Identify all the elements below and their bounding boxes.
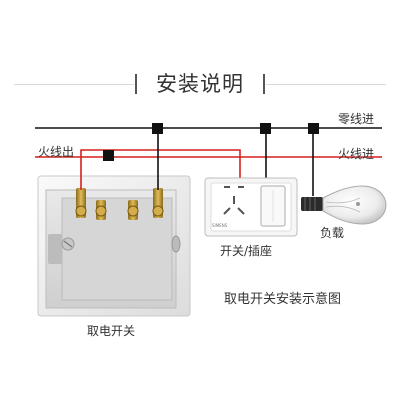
terminal-4-icon bbox=[152, 188, 164, 218]
title-left-rule bbox=[14, 84, 134, 85]
live-in-label: 火线进 bbox=[338, 147, 375, 161]
title-right-bar bbox=[263, 74, 265, 94]
junction-marker bbox=[308, 123, 319, 134]
title-right-rule bbox=[266, 84, 386, 85]
live-out-label: 火线出 bbox=[38, 145, 75, 159]
brand-mark: SIMENS bbox=[212, 223, 228, 228]
card-switch-label: 取电开关 bbox=[87, 324, 136, 338]
junction-marker bbox=[152, 123, 163, 134]
junction-marker bbox=[260, 123, 271, 134]
card-switch-panel bbox=[37, 175, 191, 317]
terminal-2-icon bbox=[95, 200, 107, 220]
terminal-1-icon bbox=[75, 188, 87, 218]
right-mount-slot bbox=[171, 235, 181, 253]
title-left-bar bbox=[135, 74, 137, 94]
junction-marker bbox=[103, 150, 114, 161]
switch-socket-panel bbox=[204, 177, 298, 237]
title-block: 安装说明 bbox=[0, 62, 400, 102]
load-label: 负载 bbox=[320, 226, 345, 240]
left-mount-tab bbox=[48, 234, 62, 264]
diagram-caption: 取电开关安装示意图 bbox=[224, 292, 342, 307]
socket-label: 开关/插座 bbox=[220, 244, 273, 258]
terminal-3-icon bbox=[127, 200, 139, 220]
page-title: 安装说明 bbox=[156, 72, 244, 96]
light-bulb-icon bbox=[301, 185, 387, 225]
neutral-in-label: 零线进 bbox=[338, 112, 375, 126]
live-out-wire bbox=[80, 149, 241, 190]
